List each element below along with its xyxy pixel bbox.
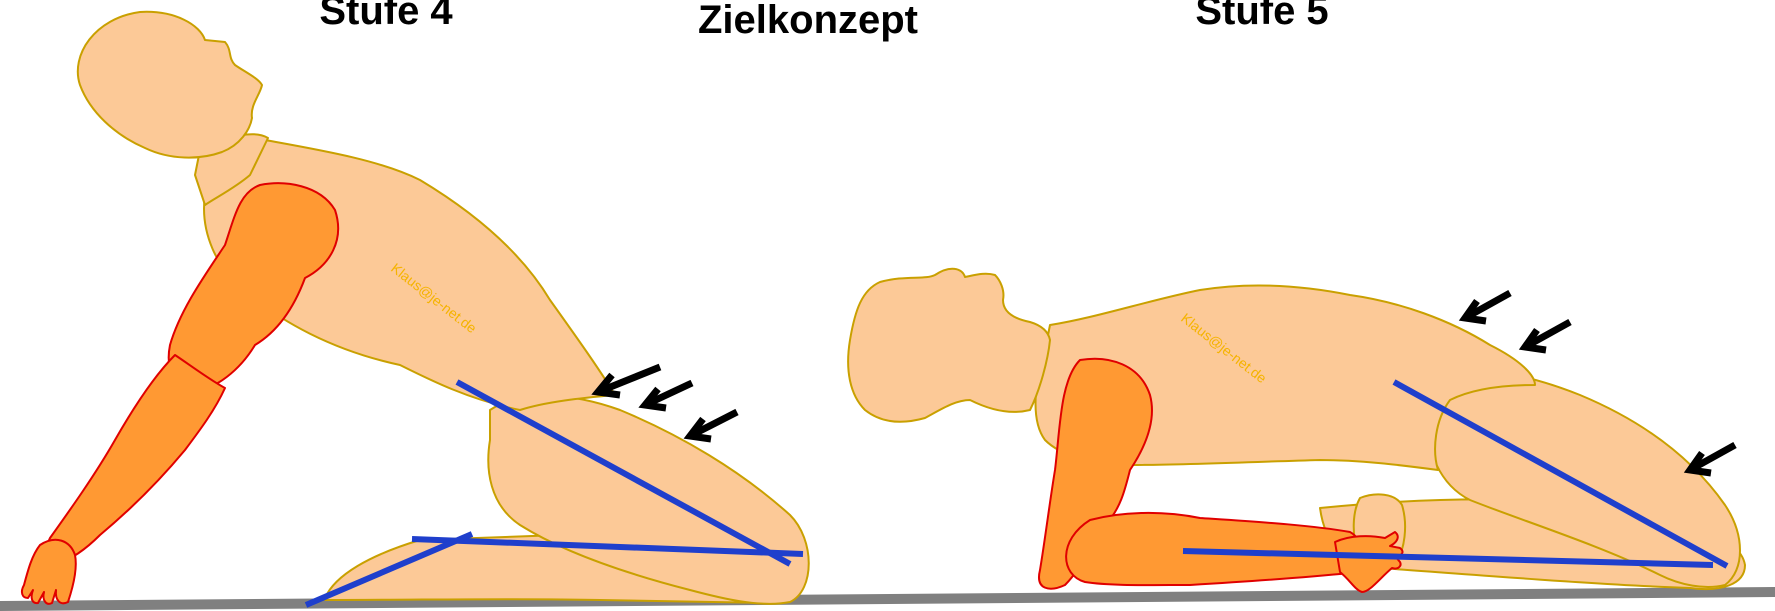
figure-stufe-4: Klaus@je-net.de [22,12,809,605]
right-figure-hand [1335,532,1402,592]
floor [0,587,1775,611]
left-figure-forearm [48,355,225,562]
arrow-icon [645,383,692,408]
arrow-icon [598,367,660,395]
left-figure-hand [22,540,76,604]
arrow-icon [1525,322,1570,350]
title-stufe-5: Stufe 5 [1195,0,1328,33]
figure-stufe-5: Klaus@je-net.de [848,269,1745,592]
arrow-icon [1465,293,1510,321]
title-stufe-4: Stufe 4 [319,0,453,33]
arrow-icon [690,412,737,439]
left-figure-head [78,12,262,158]
title-zielkonzept: Zielkonzept [698,0,918,42]
arrow-icon [1690,445,1735,473]
right-figure-head [848,269,1050,422]
